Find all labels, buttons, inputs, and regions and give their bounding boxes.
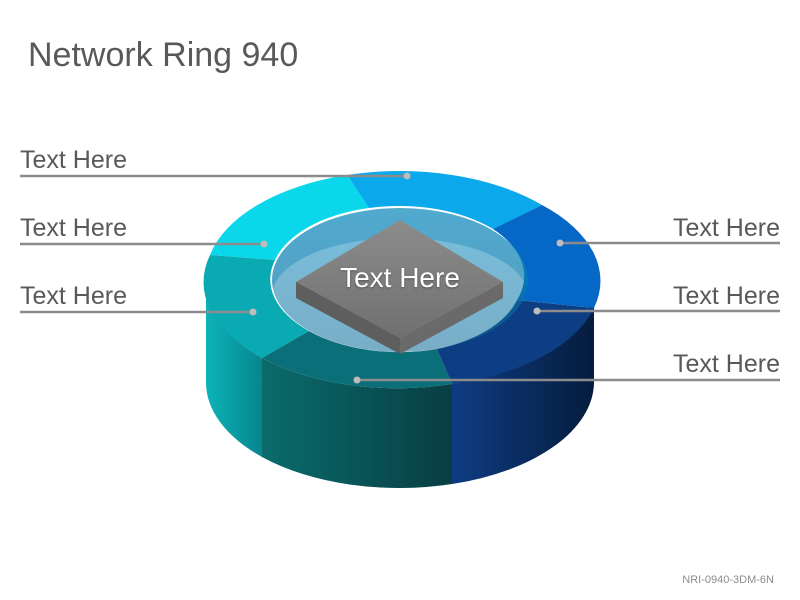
- center-box: [296, 220, 503, 354]
- ring-side-right: [452, 280, 595, 484]
- leader-dot-1: [403, 172, 411, 180]
- segment-label-6: Text Here: [673, 350, 780, 378]
- leader-dot-3: [249, 308, 257, 316]
- page-title: Network Ring 940: [28, 36, 299, 74]
- segment-label-2: Text Here: [20, 214, 127, 242]
- segment-label-1: Text Here: [20, 146, 127, 174]
- leader-dot-2: [260, 240, 268, 248]
- ring-segment-lower-right: [437, 300, 594, 384]
- leader-lines: [20, 172, 780, 384]
- ring-segment-top: [347, 171, 542, 229]
- ring-side-front: [262, 358, 452, 489]
- segment-label-5: Text Here: [673, 282, 780, 310]
- ring-inner-wall: [272, 208, 528, 296]
- segment-label-4: Text Here: [673, 214, 780, 242]
- ring-segment-right: [493, 205, 601, 308]
- leader-dot-5: [533, 307, 541, 315]
- center-label: Text Here: [340, 262, 460, 293]
- leader-dot-6: [353, 376, 361, 384]
- ring-segment-front: [262, 331, 452, 389]
- ring-segment-top-left: [210, 175, 369, 260]
- ring-segment-left: [203, 255, 309, 358]
- footer-code: NRI-0940-3DM-6N: [682, 574, 774, 586]
- leader-dot-4: [556, 239, 564, 247]
- segment-label-3: Text Here: [20, 282, 127, 310]
